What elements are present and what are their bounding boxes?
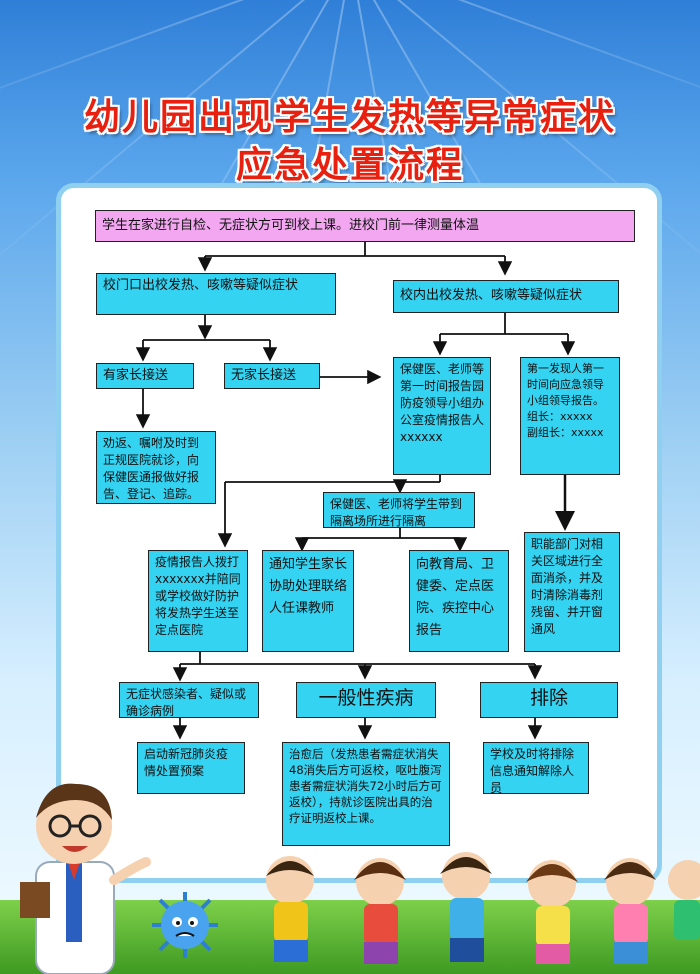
step-disinfect: 职能部门对相关区域进行全面消杀，并及时清除消毒剂残留、并开窗通风: [524, 532, 620, 652]
doctor-illustration: [20, 783, 151, 974]
step-first-finder: 第一发现人第一时间向应急领导小组领导报告。 组长：xxxxx 副组长：xxxxx: [520, 357, 620, 475]
step-notify-parent: 通知学生家长协助处理联络人任课教师: [262, 550, 354, 652]
title-line-2: 应急处置流程: [235, 145, 464, 186]
leader-text: 组长：xxxxx: [527, 410, 593, 423]
vice-leader-text: 副组长：xxxxx: [527, 426, 604, 439]
step-advise: 劝返、嘱咐及时到正规医院就诊，向保健医通报做好报告、登记、追踪。: [96, 431, 216, 504]
step-parent-pickup: 有家长接送: [96, 363, 194, 389]
step-start-plan: 启动新冠肺炎疫情处置预案: [137, 742, 245, 794]
step-excluded: 排除: [480, 682, 618, 718]
step-report-agencies: 向教育局、卫健委、定点医院、疾控中心报告: [409, 550, 509, 652]
step-home-check: 学生在家进行自检、无症状方可到校上课。进校门前一律测量体温: [95, 210, 635, 242]
step-doctor-report: 保健医、老师等第一时间报告园防疫领导小组办公室疫情报告人 xxxxxx: [393, 357, 491, 475]
step-recovery: 治愈后（发热患者需症状消失48消失后方可返校，呕吐腹泻患者需症状消失72小时后方…: [282, 742, 450, 846]
step-isolate: 保健医、老师将学生带到隔离场所进行隔离: [323, 492, 475, 528]
step-school-fever: 校内出校发热、咳嗽等疑似症状: [393, 280, 619, 313]
step-gate-fever: 校门口出校发热、咳嗽等疑似症状: [96, 273, 336, 315]
children-illustration: [266, 852, 700, 964]
step-no-parent: 无家长接送: [224, 363, 320, 389]
step-general-illness: 一般性疾病: [296, 682, 436, 718]
step-notify-release: 学校及时将排除信息通知解除人员: [483, 742, 589, 795]
step-suspected: 无症状感染者、疑似或确诊病例: [119, 682, 259, 718]
virus-illustration: [152, 892, 218, 958]
title-line-1: 幼儿园出现学生发热等异常症状: [83, 97, 616, 138]
grass-ground: [0, 900, 700, 974]
first-finder-text: 第一发现人第一时间向应急领导小组领导报告。: [527, 362, 604, 407]
step-reporter-call: 疫情报告人拨打xxxxxxx并陪同或学校做好防护将发热学生送至定点医院: [148, 550, 248, 652]
